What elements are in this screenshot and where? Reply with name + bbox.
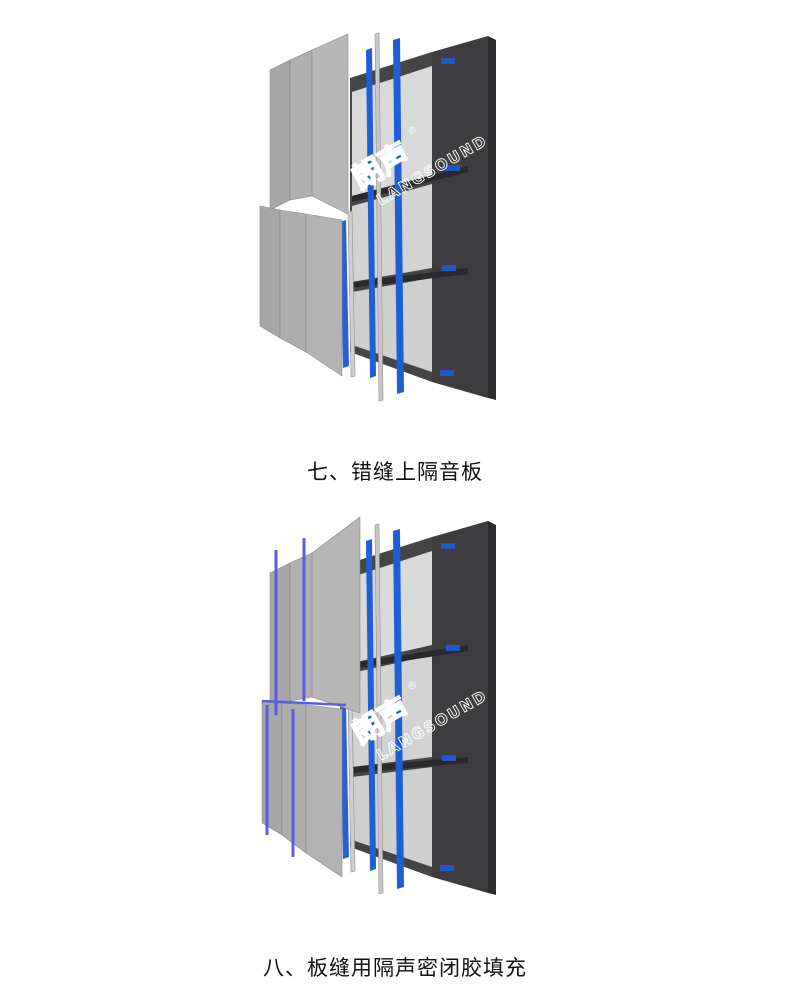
cavity-panel bbox=[352, 278, 432, 372]
acoustic-board bbox=[269, 59, 291, 211]
acoustic-board bbox=[311, 33, 349, 215]
wall-frame bbox=[432, 36, 488, 398]
horizontal-channel bbox=[352, 645, 468, 669]
sealant-line bbox=[261, 699, 347, 707]
wall-assembly-diagram-sealed: 朗声 ® LANGSOUND bbox=[261, 516, 496, 895]
illustration-step-8: 朗声 ® LANGSOUND bbox=[0, 505, 790, 905]
watermark-registered-mark: ® bbox=[406, 124, 420, 139]
acoustic-board bbox=[289, 552, 313, 702]
acoustic-board bbox=[269, 562, 291, 712]
acoustic-board bbox=[261, 700, 283, 836]
acoustic-board bbox=[311, 516, 361, 714]
wall-frame bbox=[432, 521, 488, 893]
steel-stud bbox=[393, 38, 404, 394]
acoustic-board bbox=[289, 49, 313, 201]
caption-step-7: 七、错缝上隔音板 bbox=[307, 460, 483, 484]
acoustic-board bbox=[305, 704, 343, 878]
watermark-registered-mark: ® bbox=[406, 679, 420, 694]
acoustic-board bbox=[259, 205, 281, 339]
steel-stud bbox=[366, 539, 376, 871]
caption-step-8: 八、板缝用隔声密闭胶填充 bbox=[263, 956, 527, 980]
illustration-step-7: 朗声 ® LANGSOUND bbox=[0, 0, 790, 440]
acoustic-board bbox=[305, 213, 343, 377]
wall-assembly-diagram: 朗声 ® LANGSOUND bbox=[259, 32, 496, 402]
acoustic-board bbox=[279, 209, 307, 353]
steel-stud bbox=[366, 48, 376, 378]
steel-stud bbox=[393, 529, 404, 889]
